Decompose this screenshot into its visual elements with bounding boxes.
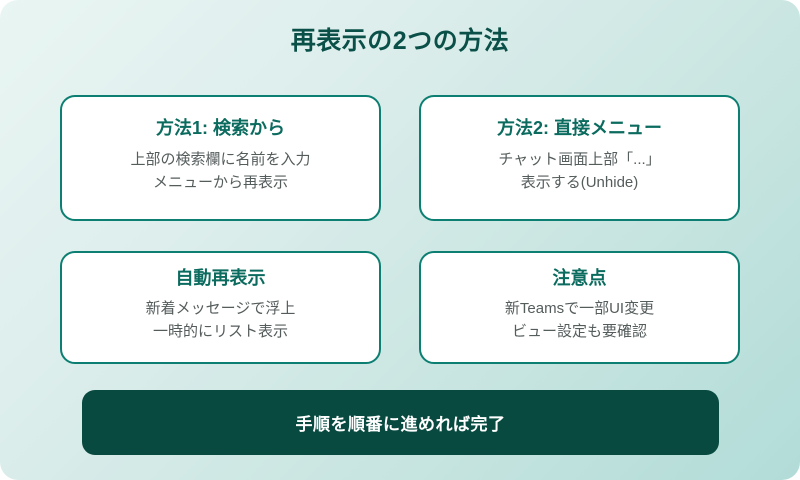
page-title: 再表示の2つの方法 [290,27,510,55]
card-auto-reshow: 自動再表示 新着メッセージで浮上 一時的にリスト表示 [60,251,381,364]
card-heading: 方法1: 検索から [155,118,285,139]
card-body-line: 表示する(Unhide) [520,173,639,191]
card-body-line: チャット画面上部「...」 [498,150,661,168]
card-body-line: ビュー設定も要確認 [511,323,647,341]
card-grid: 方法1: 検索から 上部の検索欄に名前を入力 メニューから再表示 方法2: 直接… [60,95,740,364]
card-heading: 自動再表示 [175,267,266,288]
card-body-line: 上部の検索欄に名前を入力 [130,150,311,168]
card-body-line: 新Teamsで一部UI変更 [504,300,655,318]
card-heading: 注意点 [552,267,607,288]
card-body: 上部の検索欄に名前を入力 メニューから再表示 [130,149,310,195]
footer-banner-text: 手順を順番に進めれば完了 [295,415,506,434]
card-body-line: 新着メッセージで浮上 [145,300,296,318]
card-body: チャット画面上部「...」 表示する(Unhide) [498,149,660,195]
card-body-line: 一時的にリスト表示 [152,323,288,341]
card-method-1: 方法1: 検索から 上部の検索欄に名前を入力 メニューから再表示 [60,95,381,221]
footer-banner: 手順を順番に進めれば完了 [82,390,719,455]
card-body-line: メニューから再表示 [152,173,288,191]
card-heading: 方法2: 直接メニュー [496,118,662,139]
card-body: 新Teamsで一部UI変更 ビュー設定も要確認 [505,298,654,344]
card-body: 新着メッセージで浮上 一時的にリスト表示 [146,298,296,344]
card-caution: 注意点 新Teamsで一部UI変更 ビュー設定も要確認 [419,251,740,364]
card-method-2: 方法2: 直接メニュー チャット画面上部「...」 表示する(Unhide) [419,95,740,221]
